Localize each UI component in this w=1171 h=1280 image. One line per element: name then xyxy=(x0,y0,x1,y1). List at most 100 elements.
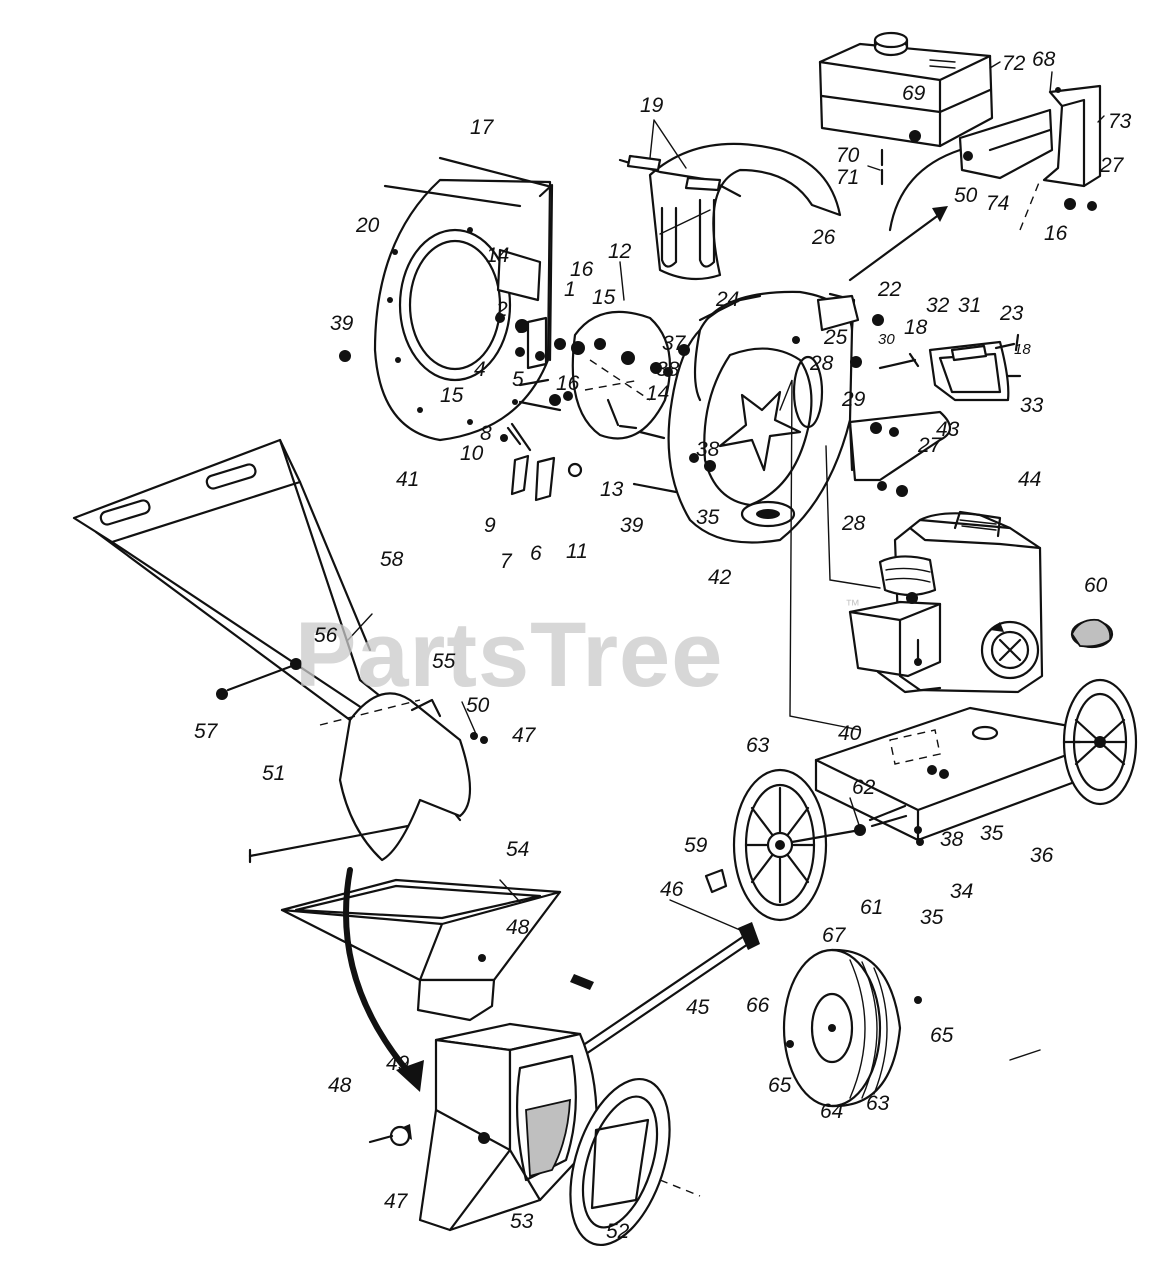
right-housing[interactable] xyxy=(667,290,860,544)
callout-35a: 35 xyxy=(696,506,720,529)
inlet-frame[interactable] xyxy=(368,1022,701,1257)
callout-18a: 18 xyxy=(904,316,928,339)
callout-46: 46 xyxy=(660,878,684,901)
pneumatic-wheel[interactable] xyxy=(782,948,922,1108)
callout-56: 56 xyxy=(314,624,338,647)
callout-31: 31 xyxy=(958,294,981,317)
feed-hopper[interactable] xyxy=(72,438,488,864)
callout-24: 24 xyxy=(715,288,739,311)
callout-69: 69 xyxy=(902,82,926,105)
callout-51: 51 xyxy=(262,762,285,785)
callout-34: 34 xyxy=(950,880,973,903)
callout-32: 32 xyxy=(926,294,950,317)
callout-63a: 63 xyxy=(746,734,770,757)
callout-23: 23 xyxy=(999,302,1024,325)
lower-hopper[interactable] xyxy=(280,878,562,1022)
callout-8: 8 xyxy=(480,422,492,445)
callout-50a: 50 xyxy=(466,694,490,717)
callout-14a: 14 xyxy=(486,244,509,267)
callout-70: 70 xyxy=(836,144,860,167)
callout-4: 4 xyxy=(474,358,486,381)
callout-43: 43 xyxy=(936,418,960,441)
air-cleaner[interactable] xyxy=(1070,618,1114,649)
callout-15a: 15 xyxy=(592,286,616,309)
callout-16b: 16 xyxy=(556,372,580,395)
callout-49: 49 xyxy=(386,1052,410,1075)
callout-35b: 35 xyxy=(980,822,1004,845)
callout-73: 73 xyxy=(1108,110,1132,133)
callout-10: 10 xyxy=(460,442,484,465)
callout-19: 19 xyxy=(640,94,664,117)
engine[interactable] xyxy=(848,510,1044,694)
base-frame[interactable] xyxy=(814,706,1082,842)
callout-5: 5 xyxy=(512,368,524,391)
callout-30: 30 xyxy=(878,331,895,348)
callout-1: 1 xyxy=(564,278,576,301)
fuel-tank[interactable] xyxy=(818,31,994,148)
rear-wheel[interactable] xyxy=(1062,678,1138,806)
discharge-chute[interactable] xyxy=(848,314,1022,497)
callout-40: 40 xyxy=(838,722,862,745)
callout-11: 11 xyxy=(566,540,588,563)
leader-lines xyxy=(347,61,1105,1061)
callout-64: 64 xyxy=(820,1100,843,1123)
callout-38c: 38 xyxy=(940,828,964,851)
axle[interactable] xyxy=(570,922,760,1060)
callout-50b: 50 xyxy=(954,184,978,207)
callout-38a: 38 xyxy=(656,358,680,381)
callout-39a: 39 xyxy=(330,312,354,335)
callout-57: 57 xyxy=(194,720,219,743)
callout-16c: 16 xyxy=(1044,222,1068,245)
tank-bracket[interactable] xyxy=(880,84,1102,232)
callout-25: 25 xyxy=(823,326,848,349)
callout-27a: 27 xyxy=(1099,154,1125,177)
callout-36: 36 xyxy=(1030,844,1054,867)
callout-33: 33 xyxy=(1020,394,1044,417)
callout-7: 7 xyxy=(500,550,513,573)
callout-48a: 48 xyxy=(506,916,530,939)
callout-12: 12 xyxy=(608,240,632,263)
callout-45: 45 xyxy=(686,996,710,1019)
callout-63b: 63 xyxy=(866,1092,890,1115)
callout-20: 20 xyxy=(355,214,380,237)
callout-62: 62 xyxy=(852,776,876,799)
left-housing[interactable] xyxy=(373,178,554,442)
callout-14b: 14 xyxy=(646,382,669,405)
callout-53: 53 xyxy=(510,1210,534,1233)
callout-42: 42 xyxy=(708,566,732,589)
callout-15b: 15 xyxy=(440,384,464,407)
callout-6: 6 xyxy=(530,542,542,565)
callout-16a: 16 xyxy=(570,258,594,281)
callout-17: 17 xyxy=(470,116,495,139)
callout-44: 44 xyxy=(1018,468,1041,491)
callout-60: 60 xyxy=(1084,574,1108,597)
callout-68: 68 xyxy=(1032,48,1056,71)
callout-66: 66 xyxy=(746,994,770,1017)
chipper-hood[interactable] xyxy=(618,142,842,281)
callout-37: 37 xyxy=(662,332,687,355)
callout-65a: 65 xyxy=(768,1074,792,1097)
callout-39b: 39 xyxy=(620,514,644,537)
callout-58: 58 xyxy=(380,548,404,571)
callout-labels: 1 2 4 5 6 7 8 9 10 11 12 13 14 14 15 15 … xyxy=(194,48,1132,1243)
callout-59: 59 xyxy=(684,834,708,857)
callout-29: 29 xyxy=(841,388,866,411)
callout-74: 74 xyxy=(986,192,1009,215)
callout-35c: 35 xyxy=(920,906,944,929)
callout-28b: 28 xyxy=(841,512,866,535)
callout-67: 67 xyxy=(822,924,847,947)
callout-47a: 47 xyxy=(512,724,537,747)
assembly-arrow xyxy=(343,206,948,1092)
hardware-small[interactable] xyxy=(339,156,690,502)
callout-47b: 47 xyxy=(384,1190,409,1213)
front-wheel[interactable] xyxy=(704,768,924,922)
callout-72: 72 xyxy=(1002,52,1026,75)
callout-52: 52 xyxy=(606,1220,630,1243)
callout-28a: 28 xyxy=(809,352,834,375)
callout-65b: 65 xyxy=(930,1024,954,1047)
callout-13: 13 xyxy=(600,478,624,501)
watermark-trademark: ™ xyxy=(845,597,860,614)
callout-71: 71 xyxy=(836,166,859,189)
